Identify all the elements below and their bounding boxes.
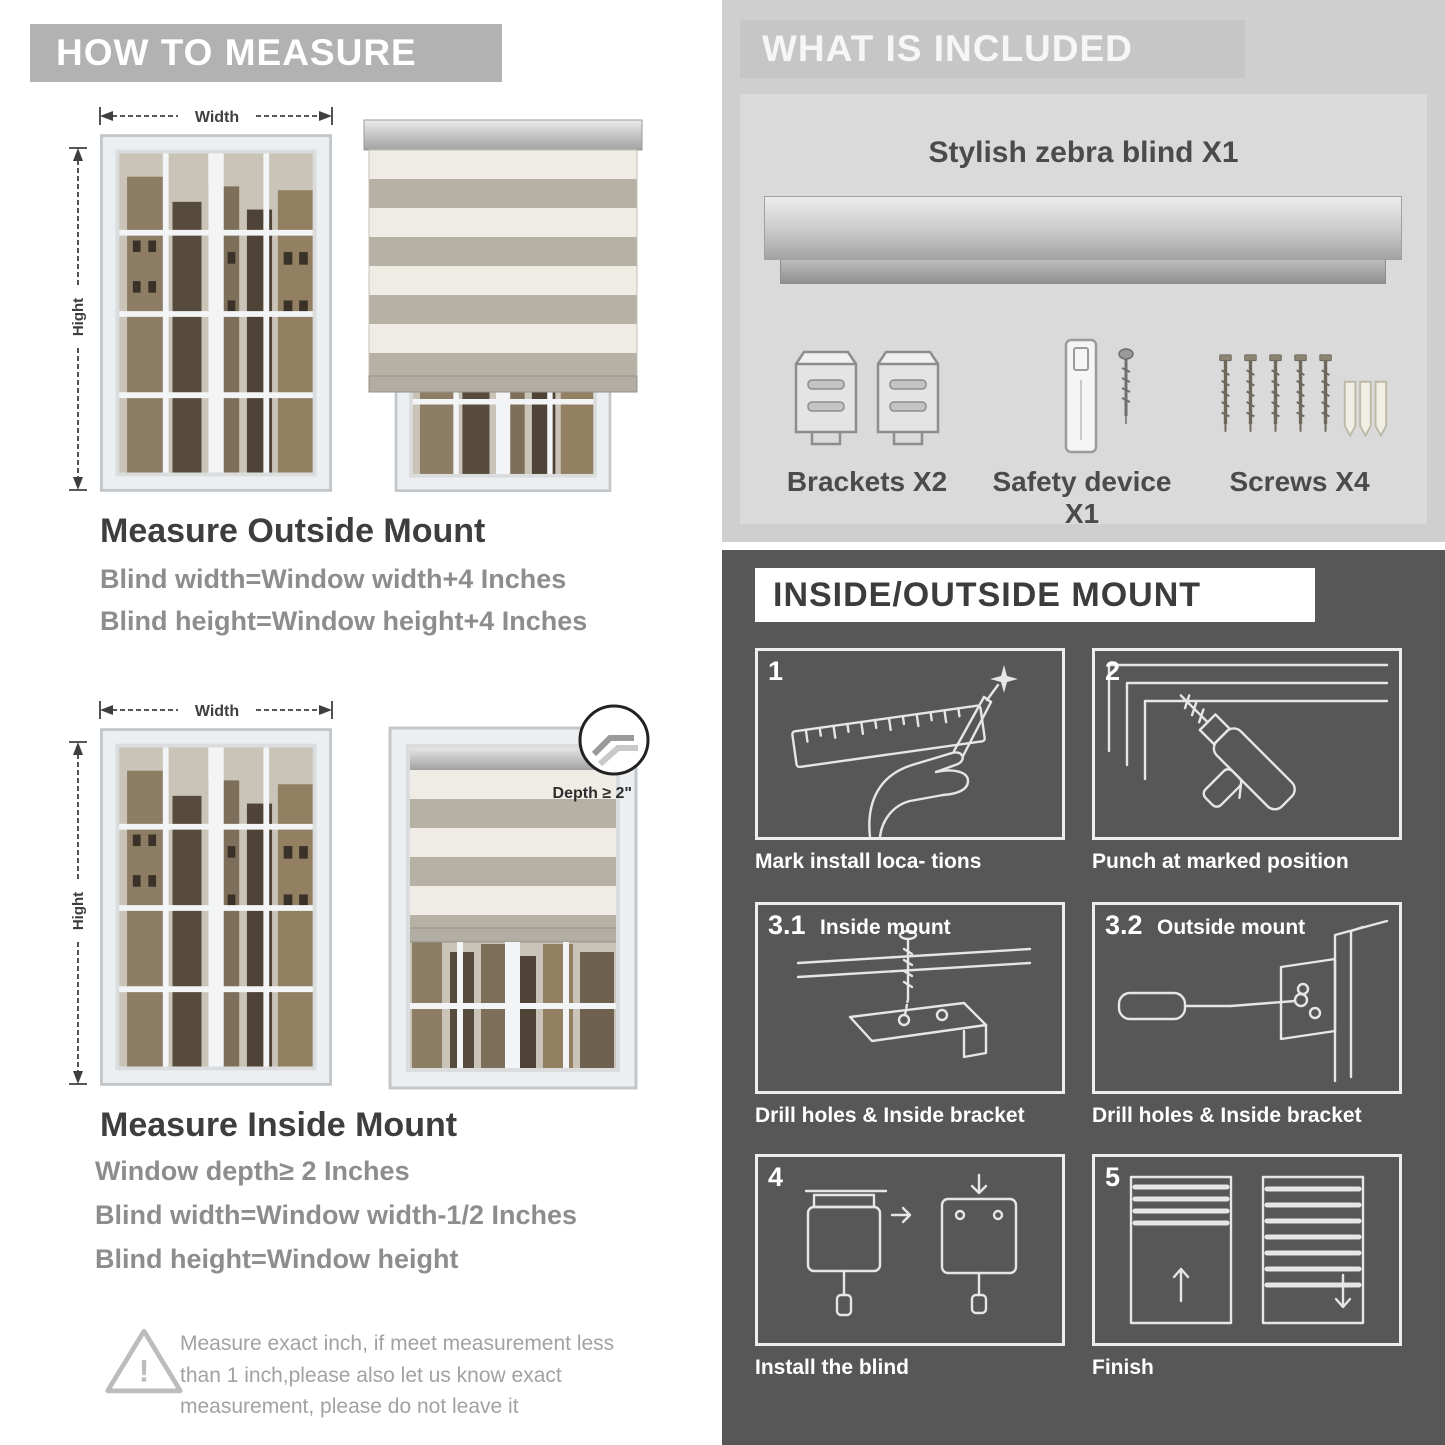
step-2: 2 Punch at marked positio [1092,648,1402,874]
step-1-panel: 1 [755,648,1065,840]
step-2-panel: 2 [1092,648,1402,840]
zebra-blind-valance-art [780,260,1386,284]
inside-mount-heading: Measure Inside Mount [100,1106,458,1144]
step-3-2-title: Outside mount [1157,916,1306,939]
screws-label: Screws X4 [1229,466,1370,497]
step-5-caption: Finish [1092,1356,1154,1379]
step-4: 4 Install the blind [755,1154,1065,1380]
inside-bracket-illustration [796,929,1032,1059]
step-4-panel: 4 [755,1154,1065,1346]
safety-device-label: Safety device X1 [992,466,1172,529]
step-3-1-panel: 3.1 Inside mount [755,902,1065,1094]
step-5-panel: 5 [1092,1154,1402,1346]
svg-text:!: ! [139,1353,150,1389]
screws-icon [1219,354,1388,438]
height-dimension-arrow [69,741,87,1085]
outside-bracket-illustration [1117,919,1389,1083]
width-dimension-arrow [99,107,333,125]
step-3-2-number: 3.2 [1105,910,1143,940]
brackets-label: Brackets X2 [786,466,948,497]
mount-instructions-banner: INSIDE/OUTSIDE MOUNT [755,568,1315,622]
zebra-stripes [408,770,618,928]
brackets-icon [794,350,940,446]
zebra-stripes [368,149,638,377]
blind-cassette [363,119,643,151]
step-4-number: 4 [768,1162,784,1192]
step-4-caption: Install the blind [755,1356,910,1379]
inside-height-rule: Blind height=Window height [95,1244,459,1274]
mark-locations-illustration [791,665,1018,837]
outside-height-rule: Blind height=Window height+4 Inches [100,606,588,636]
inside-depth-rule: Window depth≥ 2 Inches [95,1156,410,1186]
outside-mount-heading: Measure Outside Mount [100,512,486,550]
step-3-2-caption: Drill holes & Inside bracket [1092,1104,1362,1127]
depth-label: Depth ≥ 2" [553,785,632,802]
safety-device-icon [1064,338,1134,454]
how-to-measure-banner: HOW TO MEASURE [30,24,502,82]
step-2-number: 2 [1105,656,1121,686]
zebra-blind-cassette-art [764,196,1402,260]
blind-bottom-rail [368,375,638,393]
step-3-1-caption: Drill holes & Inside bracket [755,1104,1025,1127]
install-blind-illustration [804,1173,1018,1317]
step-1: 1 [755,648,1065,874]
step-1-caption: Mark install loca- tions [755,850,982,873]
outside-mount-blind-illustration [363,119,643,492]
step-3-2: 3.2 Outside mount Drill holes & Inside b… [1092,902,1402,1128]
wall-anchors [1343,380,1388,438]
step-3-2-panel: 3.2 Outside mount [1092,902,1402,1094]
width-label: Width [195,703,239,720]
inside-mount-window-illustration: Width Hight [69,701,333,1094]
measurement-warning-text: Measure exact inch, if meet measurement … [180,1332,615,1418]
finish-illustration [1129,1175,1365,1325]
warning-icon: ! [105,1328,183,1394]
step-1-number: 1 [768,656,784,686]
step-5-number: 5 [1105,1162,1121,1192]
zebra-blind-quantity-label: Stylish zebra blind X1 [928,136,1239,169]
inside-mount-blind-illustration: Depth ≥ 2" [388,704,650,1090]
step-3-1: 3.1 Inside mount Drill holes & Inside br… [755,902,1065,1128]
height-dimension-arrow [69,147,87,491]
height-label: Hight [70,298,87,336]
drill-illustration [1107,663,1389,811]
step-3-1-number: 3.1 [768,910,806,940]
step-5: 5 [1092,1154,1402,1380]
depth-detail-callout [578,704,650,776]
blind-bottom-rail [407,927,619,943]
step-2-caption: Punch at marked position [1092,850,1349,873]
width-label: Width [195,109,239,126]
width-dimension-arrow [99,701,333,719]
what-is-included-banner: WHAT IS INCLUDED [740,20,1245,78]
outside-mount-window-illustration: Width Hight [69,107,333,500]
height-label: Hight [70,892,87,930]
inside-width-rule: Blind width=Window width-1/2 Inches [95,1200,578,1230]
step-3-1-title: Inside mount [820,916,951,939]
outside-width-rule: Blind width=Window width+4 Inches [100,564,567,594]
